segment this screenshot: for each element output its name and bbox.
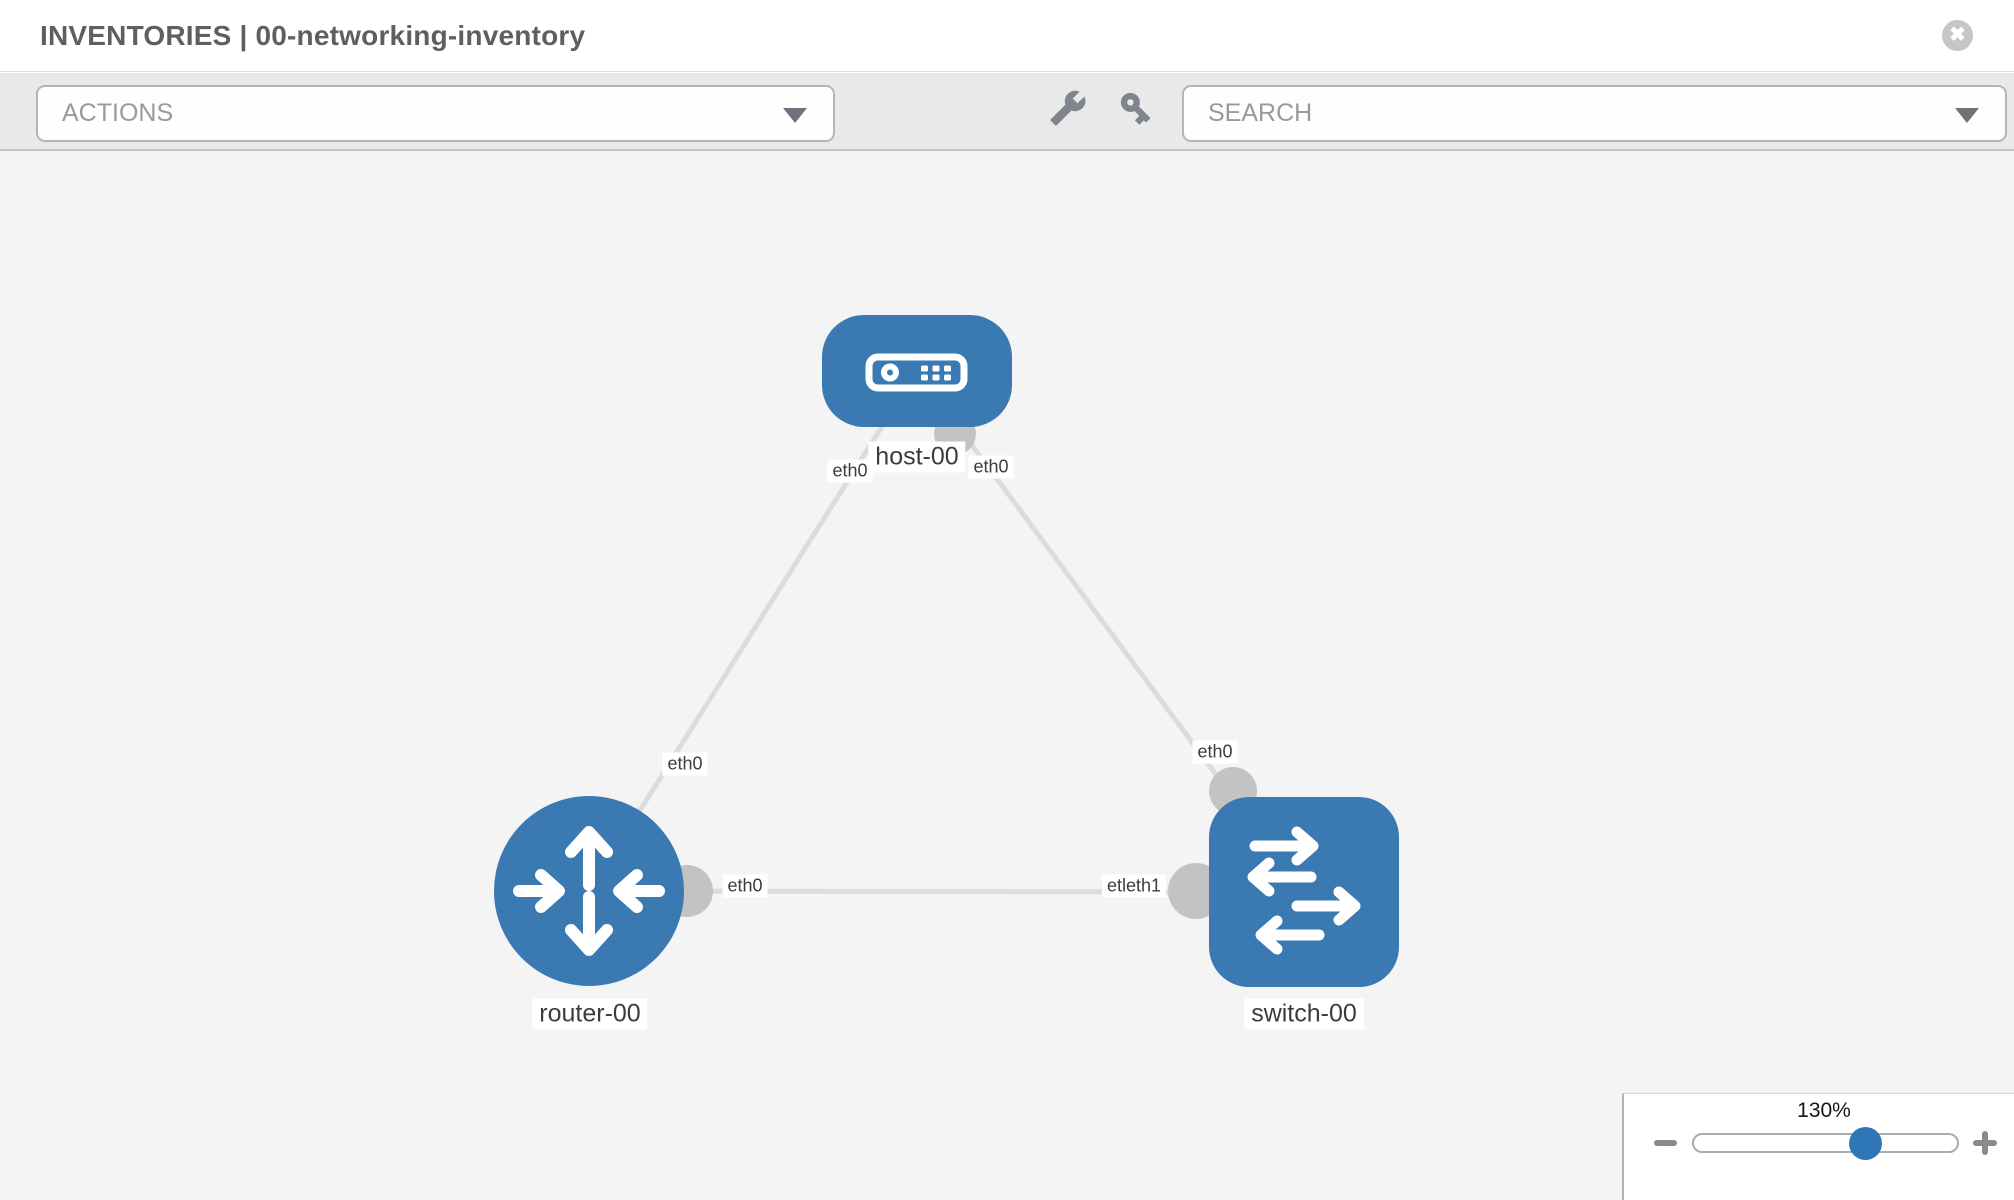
node-host-00[interactable] (822, 315, 1012, 427)
search-placeholder: SEARCH (1208, 99, 1313, 127)
host-icon (865, 353, 968, 392)
page-title: INVENTORIES | 00-networking-inventory (40, 20, 586, 51)
zoom-out-button[interactable] (1654, 1132, 1678, 1154)
toolbar: ACTIONS SEARCH (0, 73, 2014, 151)
zoom-slider-track[interactable] (1692, 1133, 1959, 1153)
caret-down-icon (783, 108, 807, 123)
switch-icon (1247, 826, 1361, 955)
zoom-level-value: 130% (1797, 1099, 1851, 1122)
node-label-switch: switch-00 (1244, 998, 1364, 1030)
node-label-host: host-00 (868, 441, 966, 473)
configure-button[interactable] (1046, 87, 1090, 131)
port-label: eth0 (827, 459, 873, 483)
node-router-00[interactable] (494, 796, 684, 986)
actions-dropdown[interactable]: ACTIONS (36, 85, 835, 142)
wrench-icon (1050, 90, 1086, 125)
caret-down-icon (1955, 108, 1979, 123)
minus-icon (1654, 1140, 1677, 1146)
node-label-router: router-00 (532, 998, 648, 1030)
port-label: eth0 (968, 455, 1014, 479)
topology-canvas[interactable] (0, 151, 2014, 1200)
actions-dropdown-label: ACTIONS (62, 99, 174, 127)
link-host-router (586, 369, 920, 893)
port-label: eth0 (1192, 740, 1238, 764)
key-icon (1120, 92, 1151, 125)
zoom-control-panel: 130% (1622, 1093, 2014, 1200)
router-icon (513, 826, 665, 956)
close-button[interactable]: ✖ (1942, 20, 1973, 51)
port-label: eth0 (662, 752, 708, 776)
port-label: eth0 (722, 874, 768, 898)
panel-header: INVENTORIES | 00-networking-inventory ✖ (0, 0, 2014, 72)
search-input[interactable]: SEARCH (1182, 85, 2007, 142)
credentials-button[interactable] (1114, 87, 1158, 131)
zoom-in-button[interactable] (1973, 1130, 1999, 1156)
zoom-slider-knob[interactable] (1849, 1127, 1882, 1160)
close-icon: ✖ (1949, 24, 1966, 46)
topology-graph (494, 315, 1399, 987)
node-switch-00[interactable] (1209, 797, 1399, 987)
port-label: etleth1 (1101, 874, 1167, 898)
